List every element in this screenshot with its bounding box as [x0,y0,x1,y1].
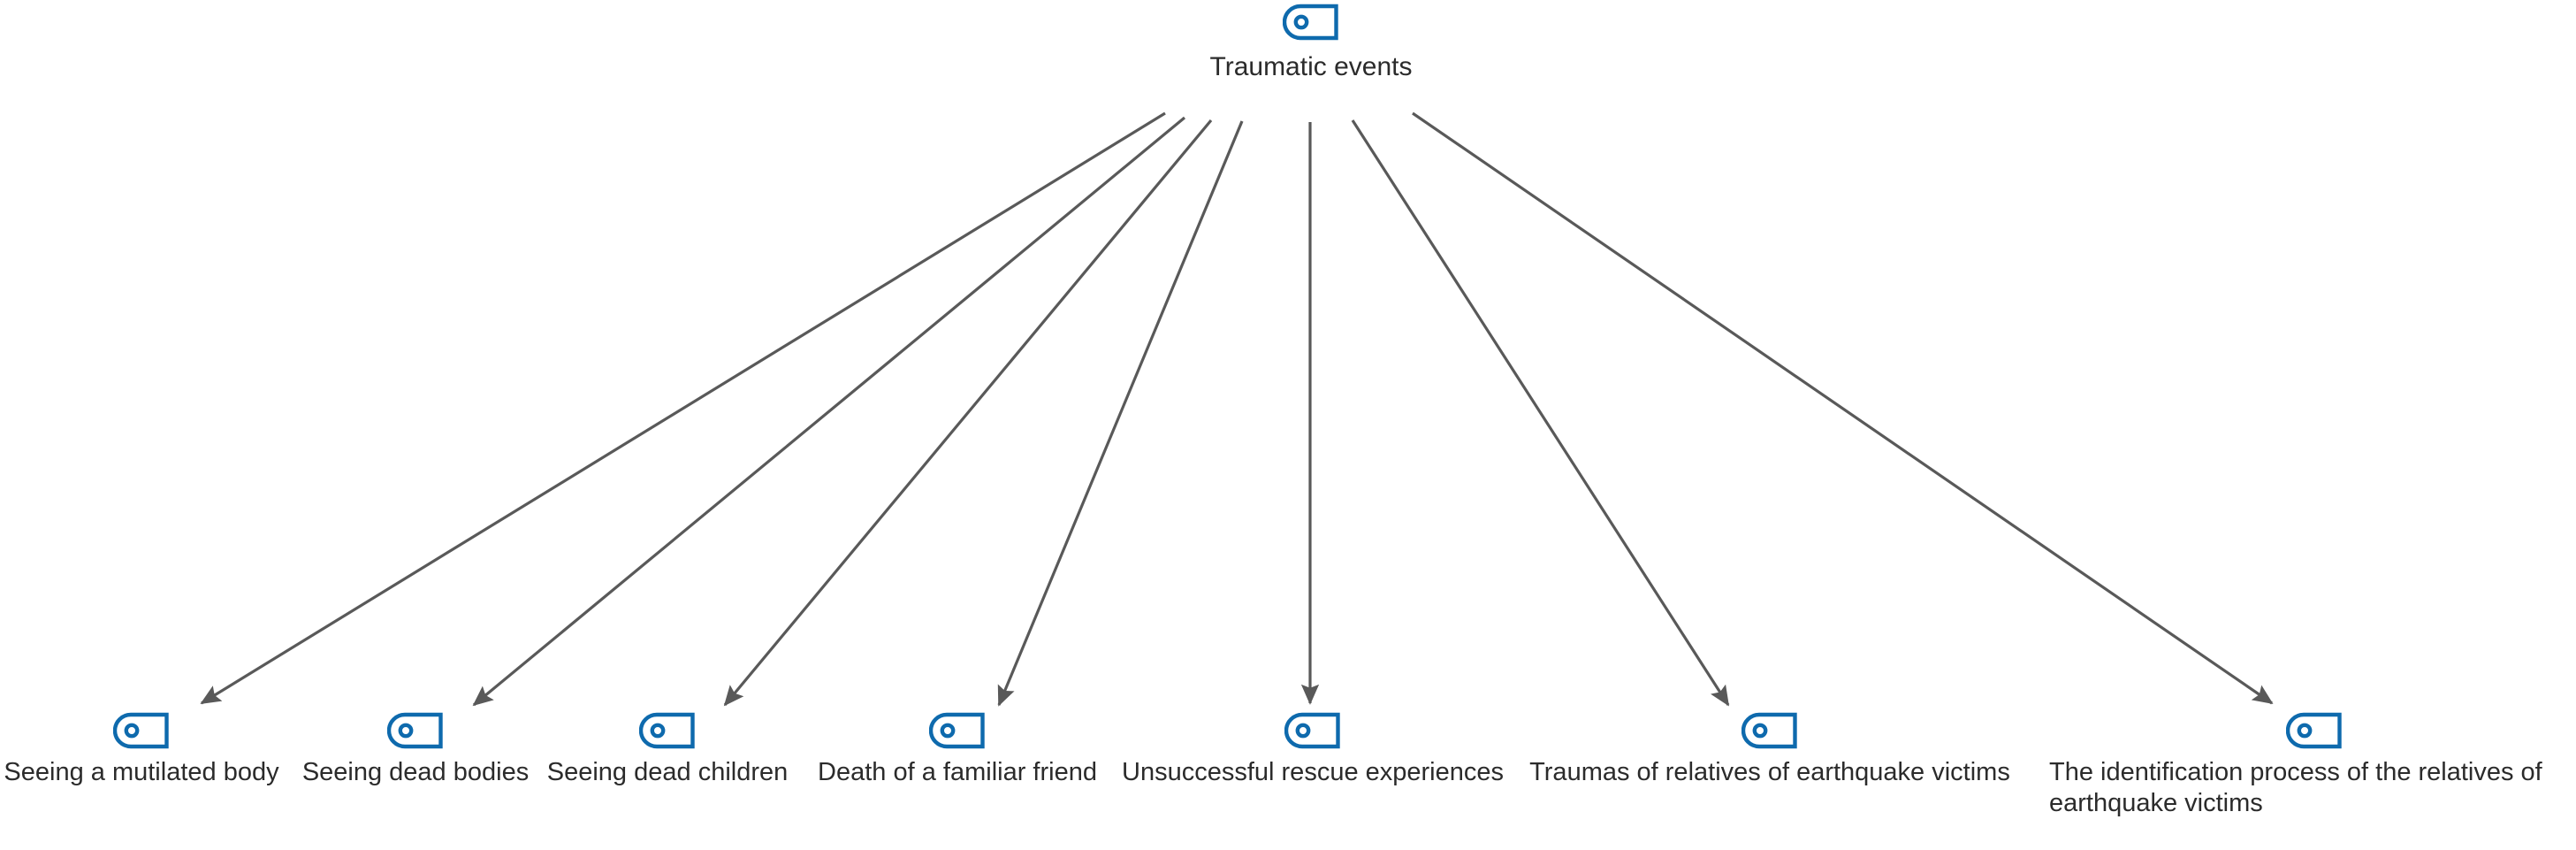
node-child-5-label: Unsuccessful rescue experiences [1122,758,1504,786]
node-child-3[interactable]: Seeing dead children [546,712,789,788]
edge-root-to-child-3 [723,119,1213,707]
node-child-2-label: Seeing dead bodies [301,758,530,786]
tag-icon [1741,712,1798,749]
node-child-6[interactable]: Traumas of relatives of earthquake victi… [1527,712,2013,788]
node-child-6-label: Traumas of relatives of earthquake victi… [1529,758,2010,786]
edge-root-to-child-1 [200,111,1166,705]
node-root[interactable]: Traumatic events [1178,4,1444,84]
node-child-7-label: The identification process of the relati… [2049,758,2542,818]
tag-icon [2285,712,2343,749]
node-child-4[interactable]: Death of a familiar friend [807,712,1108,788]
edge-root-to-child-7 [1412,111,2274,705]
tag-icon [928,712,986,749]
node-child-1-label: Seeing a mutilated body [4,758,279,786]
node-child-2[interactable]: Seeing dead bodies [301,712,530,788]
edge-root-to-child-6 [1351,119,1730,707]
node-child-1[interactable]: Seeing a mutilated body [4,712,279,788]
tag-icon [1284,712,1341,749]
node-child-3-label: Seeing dead children [546,758,789,786]
edge-root-to-child-4 [997,120,1244,707]
tag-icon [112,712,170,749]
tag-icon [1282,4,1339,41]
node-child-4-label: Death of a familiar friend [818,758,1097,786]
node-root-label: Traumatic events [1209,52,1413,81]
node-child-5[interactable]: Unsuccessful rescue experiences [1122,712,1504,788]
edge-root-to-child-2 [472,116,1186,707]
node-child-7[interactable]: The identification process of the relati… [2049,712,2576,820]
tag-icon [638,712,696,749]
tag-icon [386,712,444,749]
